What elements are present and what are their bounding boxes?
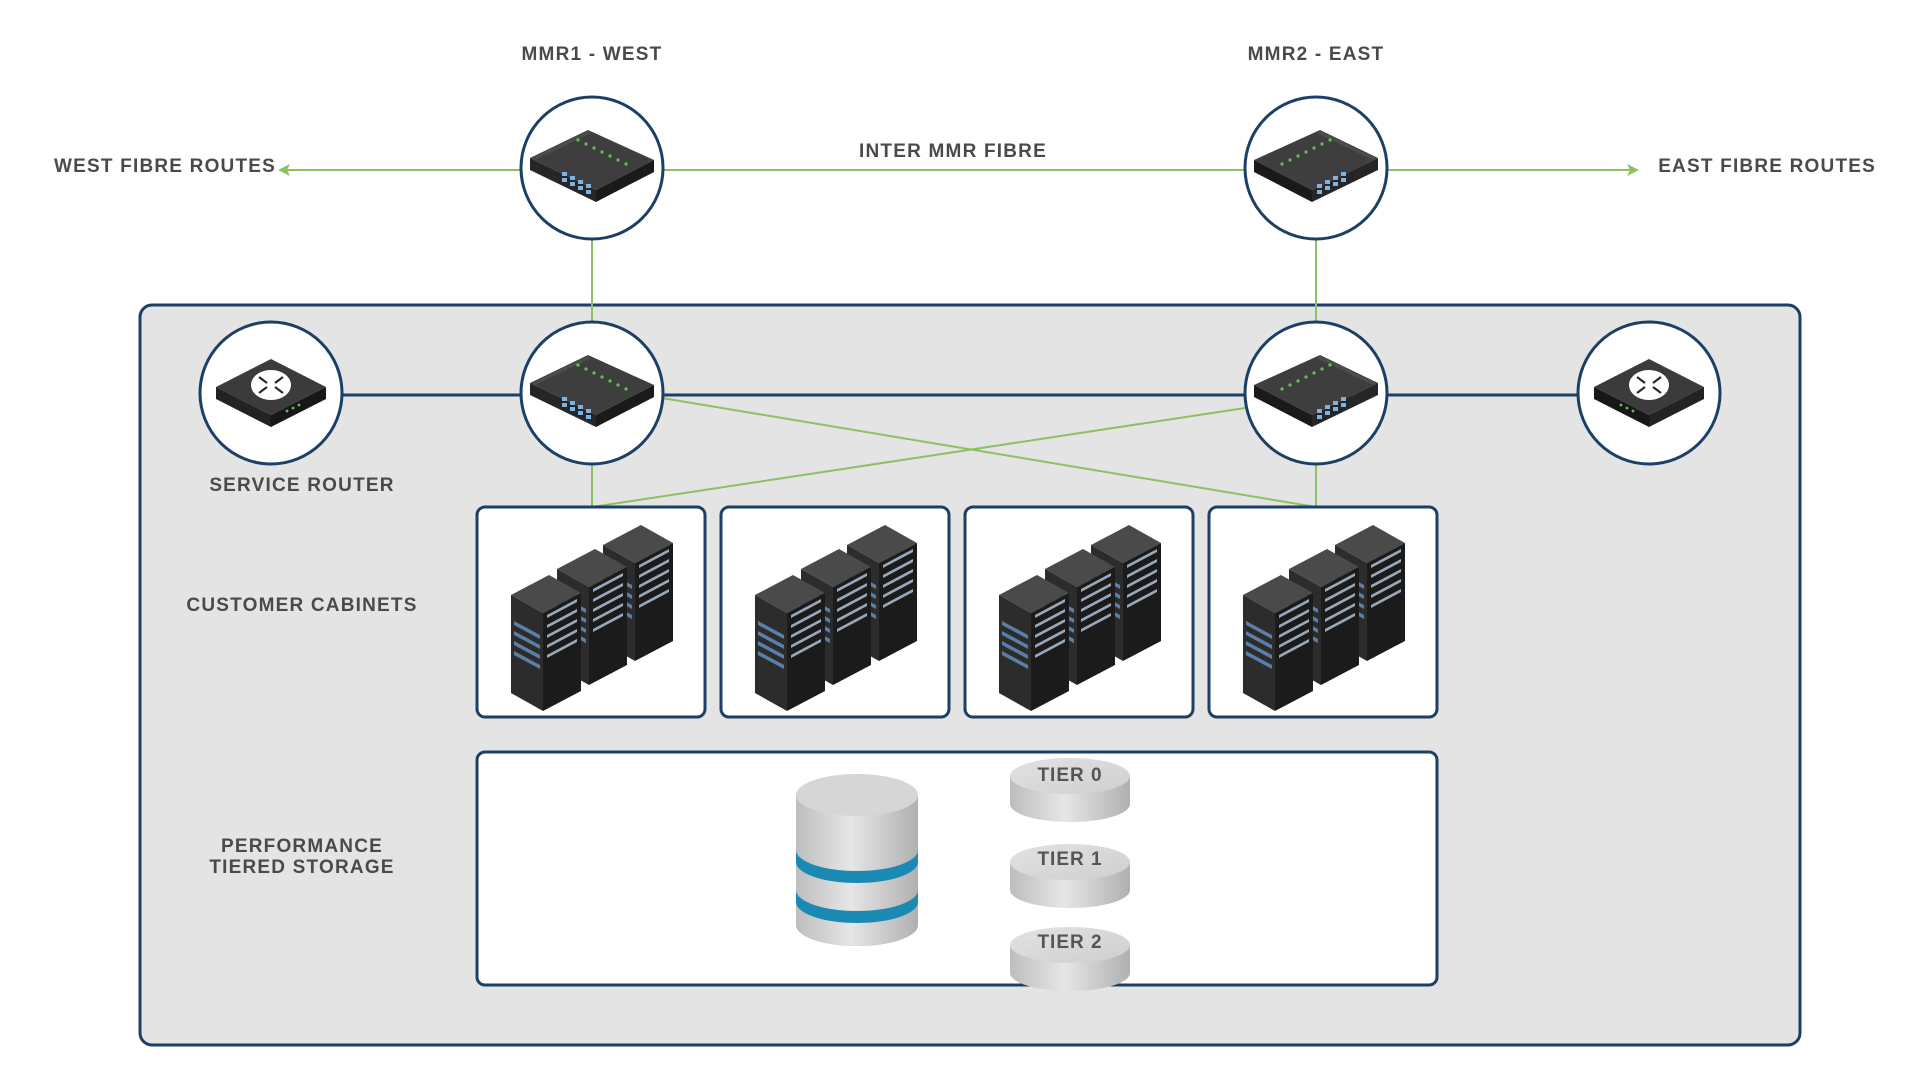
customer-cabinet-3 [963,505,1195,719]
tier-2-label: TIER 2 [1037,932,1102,953]
customer-cabinet-2 [719,505,951,719]
mmr1-label: MMR1 - WEST [522,44,663,65]
tier-1-label: TIER 1 [1037,849,1102,870]
mmr2-label: MMR2 - EAST [1248,44,1385,65]
cross-link-east-west [591,407,1246,508]
west-core-switch-node [519,320,665,466]
tier-0-disk: TIER 0 [1010,758,1130,822]
east-service-router-node [1576,320,1722,466]
tier-1-disk: TIER 1 [1010,844,1130,908]
customer-cabinets-label: CUSTOMER CABINETS [186,595,417,616]
storage-label-line2: TIERED STORAGE [209,857,394,878]
mmr1-switch-node [519,95,665,241]
inter-mmr-fibre-label: INTER MMR FIBRE [859,141,1047,162]
mmr2-switch-node [1243,95,1389,241]
storage-panel [475,750,1439,987]
tier-0-label: TIER 0 [1037,765,1102,786]
cross-link-west-east [661,397,1317,508]
east-fibre-routes-label: EAST FIBRE ROUTES [1658,156,1876,177]
storage-label-line1: PERFORMANCE [221,836,383,857]
service-router-label: SERVICE ROUTER [209,475,394,496]
west-fibre-routes-label: WEST FIBRE ROUTES [54,156,276,177]
customer-cabinet-1 [475,505,707,719]
tier-2-disk: TIER 2 [1010,927,1130,991]
west-service-router-node [198,320,344,466]
database-stack-icon [796,774,918,946]
east-core-switch-node [1243,320,1389,466]
customer-cabinet-4 [1207,505,1439,719]
